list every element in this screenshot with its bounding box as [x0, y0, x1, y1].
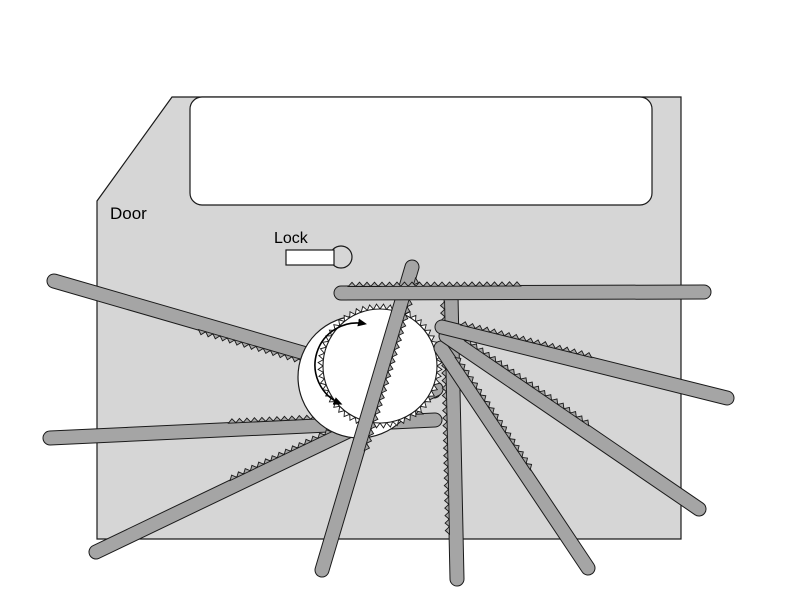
blade-steep-left [314, 259, 420, 578]
door-window [189, 96, 653, 206]
serrated-edge [463, 339, 590, 427]
blade-right [434, 319, 735, 406]
blade-right-down [438, 328, 707, 517]
blade-upper-right [333, 281, 712, 301]
serrated-edge [363, 276, 420, 452]
serrated-edge [454, 357, 533, 471]
lock-slider-track [285, 249, 335, 266]
serrated-edge [347, 281, 522, 288]
lock-indicator: Lock [274, 230, 353, 269]
lock-label: Lock [274, 230, 309, 247]
blades-over-dial [314, 259, 735, 587]
door-label: Door [110, 204, 147, 223]
rotation-arrow [314, 318, 367, 405]
serrated-edge [459, 321, 593, 359]
blade-lower-right [433, 340, 596, 576]
